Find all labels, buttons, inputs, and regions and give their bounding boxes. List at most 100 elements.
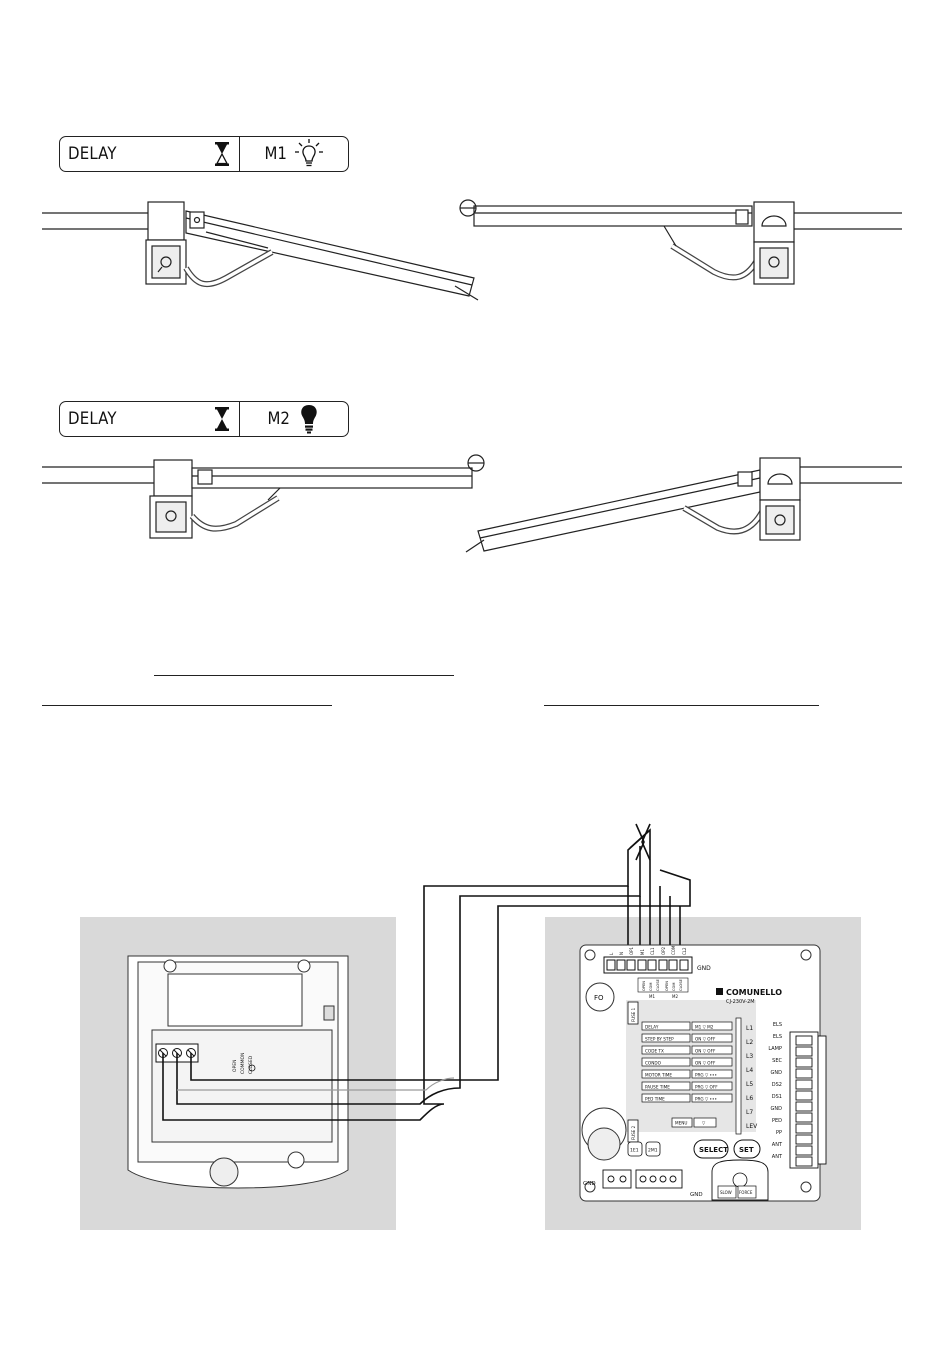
mode-m1-cell: M1: [240, 137, 348, 171]
small-button-label: 2M1: [648, 1148, 658, 1154]
terminal-label: PP: [776, 1130, 782, 1136]
menu-row-name: PED TIME: [645, 1097, 665, 1102]
lock-terminal-legend: OPEN COMMON CLOSED: [232, 1053, 256, 1074]
brand-logo-icon: [716, 988, 723, 995]
right-terminal-labels: ELS ELS LAMP SEC GND DS2 DS1 GND PED PP …: [768, 1022, 783, 1160]
right-arm-row2: [682, 505, 765, 535]
brand-label: COMUNELLO: [726, 988, 782, 997]
led-label: LEV: [746, 1123, 758, 1130]
led-label: L4: [746, 1067, 753, 1074]
fuse1-label: FUSE 1: [631, 1007, 636, 1022]
right-terminal-block: [789, 1031, 827, 1169]
m1-com-label: COM: [649, 983, 653, 991]
m2-group-label: M2: [672, 994, 678, 999]
right-operator-row2: [759, 499, 801, 541]
gate-diagrams: [42, 199, 902, 553]
menu-row-name: MOTOR TIME: [645, 1073, 672, 1078]
left-gate-leaf-row1: [185, 210, 479, 301]
menu-row-name: DELAY: [645, 1025, 659, 1030]
terminal-label: OP2: [661, 946, 666, 955]
gnd-top-label: GND: [697, 965, 711, 972]
terminal-label: L: [609, 952, 614, 955]
delay-label-cell: DELAY: [60, 402, 240, 436]
led-label: L6: [746, 1095, 753, 1102]
left-pillar-row2: [42, 459, 193, 497]
terminal-label: CL1: [650, 947, 655, 955]
terminal-common-label: COMMON: [240, 1053, 246, 1074]
menu-row-state: PRG ▽ •••: [695, 1073, 717, 1078]
menu-row-name: STEP BY STEP: [645, 1037, 674, 1042]
heading-rule: [154, 675, 454, 676]
left-pillar-row1: [42, 201, 185, 241]
force-label: FORCE: [739, 1190, 753, 1195]
right-operator-row1: [753, 241, 795, 285]
m2-close-label: CLOSE: [679, 979, 683, 991]
m1-open-label: OPEN: [642, 981, 646, 991]
fuse1: [627, 1001, 639, 1025]
terminal-label: N: [619, 952, 624, 955]
lightbulb-outline-icon: [294, 139, 323, 167]
terminal-label: ANT: [772, 1154, 783, 1160]
led-strip: [735, 1017, 742, 1135]
left-arm-row1: [183, 231, 274, 288]
menu-row-name: PAUSE TIME: [645, 1085, 670, 1090]
delay-m1-panel: DELAY M1: [59, 136, 349, 172]
right-pillar-row1: [753, 201, 902, 243]
fo-connector: FO: [585, 982, 615, 1012]
set-button: SET: [733, 1139, 761, 1159]
menu-row-state: ON ▽ OFF: [695, 1061, 716, 1066]
m2-open-label: OPEN: [665, 981, 669, 991]
motor-group-labels: OPEN COM CLOSE OPEN COM CLOSE M1 M2: [637, 977, 689, 999]
capacitor: [581, 1107, 627, 1161]
bottom-connector-left: [602, 1169, 683, 1189]
delay-label: DELAY: [68, 144, 117, 164]
small-button-2: 2M1: [645, 1141, 661, 1157]
terminal-label: GND: [771, 1106, 783, 1112]
menu-row-state: ON ▽ OFF: [695, 1037, 716, 1042]
led-label: L5: [746, 1081, 753, 1088]
menu-row-name: CONDO: [645, 1061, 662, 1066]
small-button-1: 1E1: [627, 1141, 643, 1157]
left-gate-leaf-row2: [191, 454, 485, 489]
right-heading-rule: [544, 705, 819, 706]
slow-label: SLOW: [720, 1190, 732, 1195]
trimmer-block: SLOW FORCE: [711, 1159, 769, 1201]
left-operator-row1: [145, 239, 187, 285]
lightbulb-filled-icon: [300, 405, 317, 434]
terminal-open-label: OPEN: [232, 1060, 238, 1072]
fuse2-label: FUSE 2: [631, 1125, 636, 1140]
menu-row-state: ON ▽ OFF: [695, 1049, 716, 1054]
small-button-label: 1E1: [630, 1148, 639, 1154]
mode-label-m2: M2: [267, 409, 291, 429]
led-label: L2: [746, 1039, 753, 1046]
left-arm-row2: [189, 487, 281, 532]
terminal-label: DS1: [772, 1094, 782, 1100]
terminal-label: SEC: [772, 1058, 782, 1064]
led-labels: L1 L2 L3 L4 L5 L6 L7 LEV: [746, 1025, 758, 1130]
terminal-label: GND: [771, 1070, 783, 1076]
delay-m2-panel: DELAY M2: [59, 401, 349, 437]
menu-table: [641, 1021, 733, 1128]
m2-com-label: COM: [672, 983, 676, 991]
terminal-label: DS2: [772, 1082, 782, 1088]
top-terminal-labels: L N OP1 M1 CL1 OP2 COM CL2: [609, 945, 687, 955]
delay-label: DELAY: [68, 409, 117, 429]
electric-lock: [127, 955, 349, 1189]
led-label: L7: [746, 1109, 753, 1116]
menu-labels: DELAY M1 ▽ M2 STEP BY STEP ON ▽ OFF CODE…: [645, 1025, 718, 1126]
fo-label: FO: [594, 994, 604, 1002]
gnd-bottom-left-label: GND: [583, 1181, 596, 1187]
mode-m2-cell: M2: [240, 402, 348, 436]
left-operator-row2: [149, 495, 193, 539]
terminal-label: OP1: [629, 946, 634, 955]
delay-label-cell: DELAY: [60, 137, 240, 171]
menu-row-state: PRG ▽ •••: [695, 1097, 717, 1102]
m1-close-label: CLOSE: [656, 979, 660, 991]
hourglass-icon: [215, 407, 229, 431]
right-gate-leaf-row1: [459, 199, 753, 227]
set-button-label: SET: [739, 1146, 754, 1154]
terminal-label: LAMP: [768, 1046, 782, 1052]
select-button: SELECT: [693, 1139, 729, 1159]
model-label: CJ-230V-2M: [726, 999, 755, 1005]
